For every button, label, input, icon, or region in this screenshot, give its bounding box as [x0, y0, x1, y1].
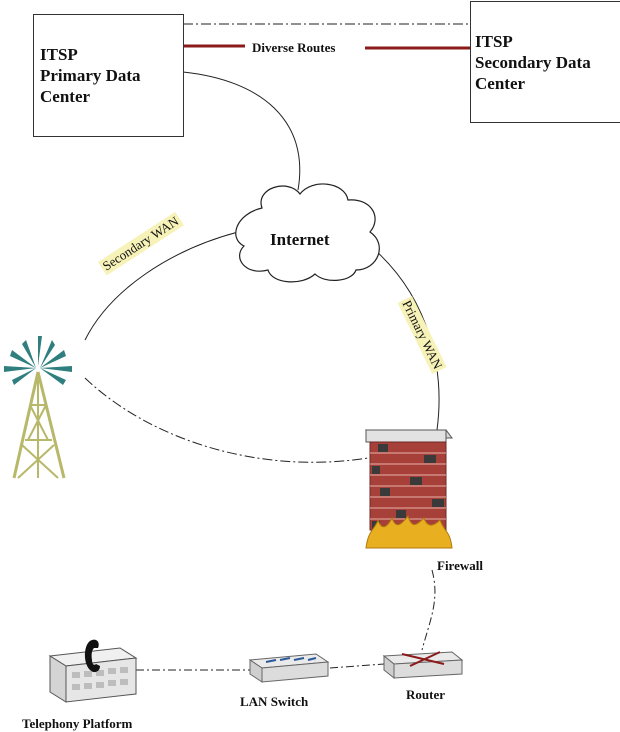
internet-label: Internet: [270, 230, 330, 249]
secondary-dc-line1: ITSP: [475, 32, 513, 51]
primary-dc-line3: Center: [40, 87, 91, 106]
lan-switch-label: LAN Switch: [240, 694, 309, 709]
secondary-dc-line3: Center: [475, 74, 526, 93]
primary-dc-line1: ITSP: [40, 45, 78, 64]
primary-data-center-box: ITSP Primary Data Center: [33, 14, 184, 137]
primary-dc-label: ITSP Primary Data Center: [40, 44, 141, 107]
firewall-brick-icon: [364, 429, 453, 549]
tower-firewall-link: [84, 377, 369, 463]
router-label: Router: [406, 687, 445, 702]
cellular-tower-icon: [4, 336, 72, 479]
router-switch-link: [329, 663, 385, 669]
primary-dc-internet-link: [182, 71, 301, 191]
internet-cloud-icon: [235, 183, 380, 283]
telephony-platform-label: Telephony Platform: [22, 716, 133, 731]
secondary-dc-line2: Secondary Data: [475, 53, 591, 72]
diverse-routes-label: Diverse Routes: [252, 40, 336, 55]
lan-switch-icon: [248, 653, 330, 683]
secondary-dc-label: ITSP Secondary Data Center: [475, 31, 591, 94]
secondary-wan-link: [84, 231, 239, 341]
router-icon: [382, 651, 464, 680]
firewall-label: Firewall: [437, 558, 483, 573]
telephony-platform-icon: [48, 639, 138, 703]
primary-dc-line2: Primary Data: [40, 66, 141, 85]
firewall-router-link: [421, 569, 436, 651]
secondary-data-center-box: ITSP Secondary Data Center: [470, 1, 620, 123]
